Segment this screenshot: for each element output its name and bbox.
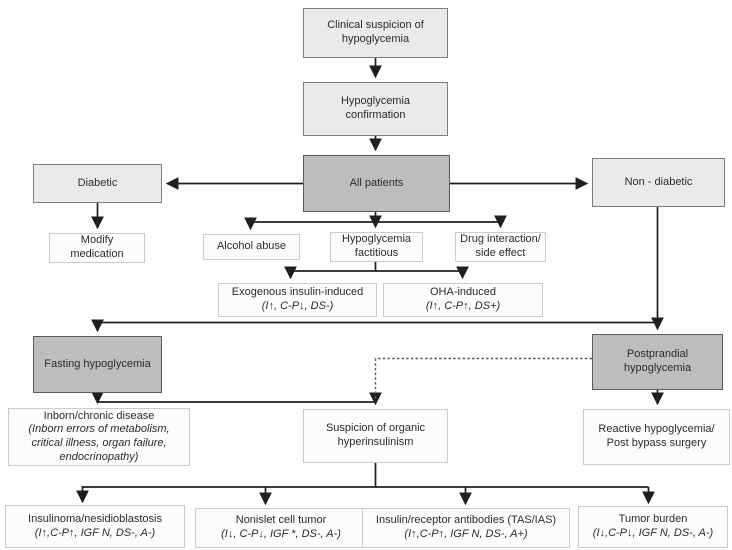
node-label: Suspicion of organic hyperinsulinism [325, 422, 426, 448]
node-label: Inborn/chronic disease [43, 409, 155, 422]
node-label: Non - diabetic [624, 175, 693, 188]
node-label: Alcohol abuse [216, 240, 287, 253]
node-label: Hypoglycemia factitious [341, 233, 412, 259]
node-label: All patients [349, 176, 404, 189]
node-label: Clinical suspicion of hypoglycemia [327, 19, 424, 45]
node-fasting-hypoglycemia: Fasting hypoglycemia [33, 336, 162, 393]
node-all-patients: All patients [303, 155, 450, 212]
node-detail: (I↑,C-P↑, IGF N, DS-, A-) [34, 526, 156, 539]
node-inborn-chronic-disease: Inborn/chronic disease (Inborn errors of… [8, 408, 190, 466]
node-drug-interaction: Drug interaction/ side effect [455, 232, 546, 262]
node-modify-medication: Modify medication [49, 233, 145, 263]
node-clinical-suspicion: Clinical suspicion of hypoglycemia [303, 8, 448, 58]
node-label: Hypoglycemia confirmation [340, 95, 411, 121]
node-label: Insulin/receptor antibodies (TAS/IAS) [375, 514, 557, 527]
node-detail: (I↓, C-P↓, IGF *, DS-, A-) [221, 528, 341, 540]
node-label: Exogenous insulin-induced [231, 286, 364, 299]
node-detail: (Inborn errors of metabolism, critical i… [28, 423, 170, 463]
node-label: Modify medication [70, 234, 124, 260]
node-label: Insulinoma/nesidioblastosis [28, 512, 162, 525]
node-label: Postprandial hypoglycemia [623, 348, 692, 374]
node-insulinoma-nesidioblastosis: Insulinoma/nesidioblastosis (I↑,C-P↑, IG… [5, 505, 185, 548]
node-label: Nonislet cell tumor [235, 514, 327, 527]
node-detail: (I↑, C-P↓, DS-) [261, 300, 334, 312]
node-label: Fasting hypoglycemia [44, 357, 151, 370]
node-insulin-receptor-antibodies: Insulin/receptor antibodies (TAS/IAS) (I… [362, 508, 570, 548]
node-diabetic: Diabetic [33, 164, 162, 203]
node-label: Reactive hypoglycemia/ Post bypass surge… [598, 423, 715, 449]
node-alcohol-abuse: Alcohol abuse [203, 234, 300, 260]
node-detail: (I↑,C-P↑, IGF N, DS-, A+) [404, 528, 528, 540]
node-hypoglycemia-confirmation: Hypoglycemia confirmation [303, 82, 448, 136]
node-label: Tumor burden [618, 513, 688, 526]
node-label: OHA-induced [429, 286, 497, 299]
node-detail: (I↓,C-P↓, IGF N, DS-, A-) [592, 527, 714, 539]
node-tumor-burden: Tumor burden (I↓,C-P↓, IGF N, DS-, A-) [578, 506, 728, 548]
node-reactive-hypoglycemia: Reactive hypoglycemia/ Post bypass surge… [583, 409, 730, 465]
node-suspicion-organic-hyperinsulinism: Suspicion of organic hyperinsulinism [303, 409, 448, 463]
node-label: Drug interaction/ side effect [460, 233, 541, 259]
node-label: Diabetic [77, 176, 118, 189]
node-postprandial-hypoglycemia: Postprandial hypoglycemia [592, 334, 723, 390]
node-exogenous-insulin-induced: Exogenous insulin-induced (I↑, C-P↓, DS-… [218, 283, 377, 317]
node-nonislet-cell-tumor: Nonislet cell tumor (I↓, C-P↓, IGF *, DS… [195, 508, 367, 548]
node-hypoglycemia-factitious: Hypoglycemia factitious [330, 232, 423, 262]
node-oha-induced: OHA-induced (I↑, C-P↑, DS+) [383, 283, 543, 317]
node-non-diabetic: Non - diabetic [592, 158, 725, 207]
node-detail: (I↑, C-P↑, DS+) [425, 300, 501, 312]
